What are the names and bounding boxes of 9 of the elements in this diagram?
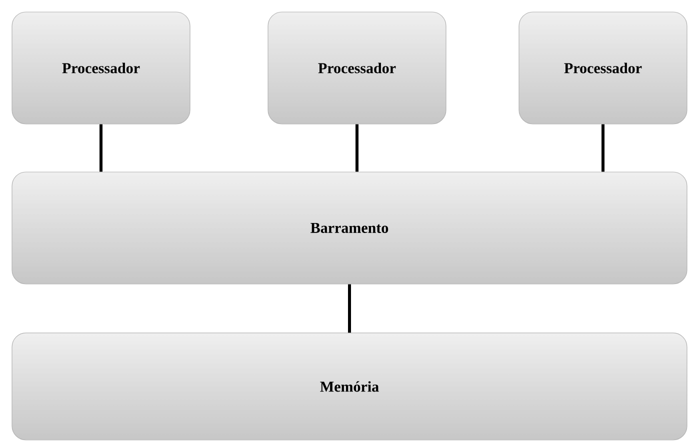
connector-line xyxy=(602,124,604,172)
connector-line xyxy=(100,124,102,172)
process-box: Processador xyxy=(518,12,688,124)
process-box: Processador xyxy=(12,12,190,124)
bus-box: Barramento xyxy=(12,172,688,284)
memory-box: Memória xyxy=(12,332,688,440)
process-box: Processador xyxy=(268,12,446,124)
connector-line xyxy=(348,284,351,333)
connector-line xyxy=(356,124,358,172)
